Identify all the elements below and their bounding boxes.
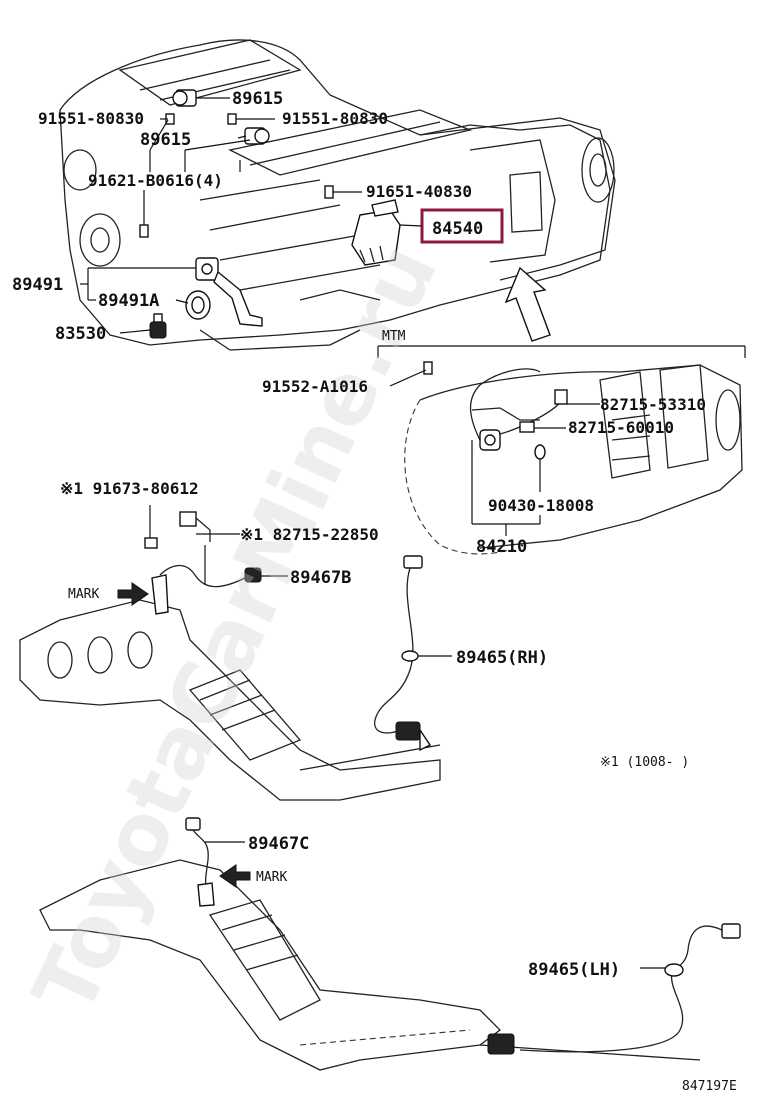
part-89615-sensor-mid[interactable] — [244, 127, 270, 145]
label-89465-rh[interactable]: 89465(RH) — [456, 648, 548, 668]
bolt-91621[interactable] — [139, 224, 149, 238]
mark-arrow-2 — [219, 864, 251, 888]
label-82715-22850[interactable]: ※1 82715-22850 — [240, 525, 379, 544]
clamp-82715-22850[interactable] — [179, 511, 211, 542]
part-84210-switch[interactable] — [479, 429, 501, 451]
label-89615-top[interactable]: 89615 — [232, 89, 283, 109]
label-82715-60010[interactable]: 82715-60010 — [568, 418, 674, 437]
label-89615-mid[interactable]: 89615 — [140, 130, 191, 150]
sensor-89465-lh[interactable] — [487, 923, 741, 1055]
note-1008: ※1 (1008- ) — [600, 755, 689, 770]
label-mark-1: MARK — [68, 587, 99, 602]
label-91651[interactable]: 91651-40830 — [366, 182, 472, 201]
bolt-91551-right[interactable] — [227, 113, 237, 125]
label-91552[interactable]: 91552-A1016 — [262, 377, 368, 396]
sensor-89465-rh[interactable] — [374, 555, 432, 752]
label-89465-lh[interactable]: 89465(LH) — [528, 960, 620, 980]
label-91621[interactable]: 91621-B0616(4) — [88, 171, 223, 190]
sensor-89467b[interactable] — [151, 564, 262, 615]
label-91673[interactable]: ※1 91673-80612 — [60, 479, 199, 498]
leader-lines-rear — [205, 841, 665, 969]
label-83530[interactable]: 83530 — [55, 324, 106, 344]
label-89491a[interactable]: 89491A — [98, 291, 159, 311]
clamp-82715-53310[interactable] — [554, 389, 568, 405]
label-89491[interactable]: 89491 — [12, 275, 63, 295]
label-84210[interactable]: 84210 — [476, 537, 527, 557]
label-mtm: MTM — [382, 329, 406, 344]
label-89467c[interactable]: 89467C — [248, 834, 309, 854]
part-89491a-ring[interactable] — [185, 290, 211, 320]
leader-lines-engine — [80, 97, 423, 334]
part-labels: 89615 91551-80830 91551-80830 89615 9162… — [12, 89, 737, 1094]
clamp-82715-60010[interactable] — [519, 421, 535, 433]
label-mark-2: MARK — [256, 870, 287, 885]
bolt-91552[interactable] — [423, 361, 433, 375]
bolt-91651[interactable] — [324, 185, 334, 199]
washer-90430[interactable] — [534, 444, 546, 460]
label-91551-left[interactable]: 91551-80830 — [38, 109, 144, 128]
mtm-section-bracket — [377, 345, 746, 358]
leader-lines-mtm — [389, 369, 600, 536]
label-84540[interactable]: 84540 — [432, 219, 483, 239]
sensor-89467c[interactable] — [185, 817, 215, 907]
diagram-reference-number: 847197E — [682, 1079, 737, 1094]
label-82715-53310[interactable]: 82715-53310 — [600, 395, 706, 414]
bolt-91673[interactable] — [144, 537, 158, 549]
part-89491-sensor-bracket[interactable] — [195, 257, 263, 327]
label-91551-right[interactable]: 91551-80830 — [282, 109, 388, 128]
engine-assembly-drawing — [59, 39, 616, 351]
mtm-transmission-drawing — [404, 364, 743, 555]
part-83530-switch[interactable] — [149, 313, 167, 339]
exhaust-manifold-rh-drawing — [19, 599, 441, 801]
direction-arrow — [504, 266, 551, 342]
part-84540-switch[interactable] — [351, 199, 401, 266]
label-90430[interactable]: 90430-18008 — [488, 496, 594, 515]
part-89615-sensor-top[interactable] — [172, 89, 197, 107]
leader-lines-front — [149, 505, 452, 657]
mark-arrow-1 — [117, 582, 149, 606]
label-89467b[interactable]: 89467B — [290, 568, 351, 588]
